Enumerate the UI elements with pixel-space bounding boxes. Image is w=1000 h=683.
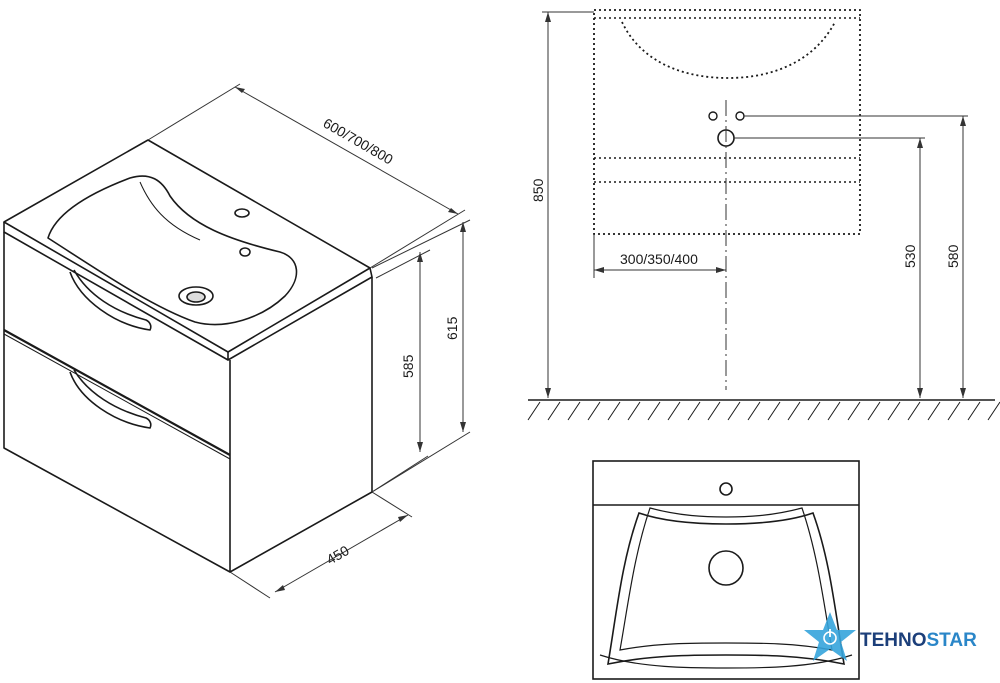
dim-width-label: 600/700/800 xyxy=(321,115,397,168)
iso-dimension-lines xyxy=(147,83,471,599)
basin-bowl-inner xyxy=(139,181,201,241)
overflow-hole xyxy=(239,247,251,257)
floor xyxy=(527,399,1000,421)
basin-outline xyxy=(592,460,860,680)
drain-outer xyxy=(178,286,214,306)
logo-text: TEHNOSTAR xyxy=(860,630,977,651)
dim-offset-label: 300/350/400 xyxy=(620,251,698,267)
drain-inner xyxy=(186,291,206,303)
upper-drawer-handle xyxy=(69,269,152,331)
tap-hole xyxy=(234,208,250,218)
front-elevation-view xyxy=(593,9,861,390)
cabinet-front-face xyxy=(3,232,231,573)
dim-530-label: 530 xyxy=(902,244,918,268)
top-bowl-outer xyxy=(607,511,845,666)
top-drain xyxy=(708,550,744,586)
supply-hole-left xyxy=(708,111,718,121)
iso-arrowheads xyxy=(235,87,466,592)
isometric-cabinet-view xyxy=(3,139,373,573)
top-tap-hole xyxy=(719,482,733,496)
lower-drawer-handle xyxy=(69,369,152,429)
drawer-split-line xyxy=(3,329,231,456)
dim-580-label: 580 xyxy=(945,244,961,268)
dotted-cabinet-outline xyxy=(593,9,861,235)
drawer-split-line-2 xyxy=(3,333,231,460)
top-bowl-inner xyxy=(619,507,833,651)
dim-850-label: 850 xyxy=(530,178,546,202)
front-dimension-lines xyxy=(542,11,968,398)
tehnostar-logo: TEHNOSTAR xyxy=(804,612,977,661)
basin-bowl-outer xyxy=(47,175,298,326)
dim-depth-label: 450 xyxy=(324,542,352,568)
dotted-basin-curve xyxy=(621,21,836,79)
top-front-rim xyxy=(599,654,853,669)
logo-text-part2: STAR xyxy=(927,630,978,651)
dim-height-615-label: 615 xyxy=(444,316,460,340)
dim-height-585-label: 585 xyxy=(400,354,416,378)
countertop-front-edge xyxy=(3,222,229,361)
logo-text-part1: TEHNO xyxy=(860,630,927,651)
countertop-top-face xyxy=(3,139,371,353)
front-arrowheads xyxy=(545,12,966,398)
supply-hole-right xyxy=(735,111,745,121)
